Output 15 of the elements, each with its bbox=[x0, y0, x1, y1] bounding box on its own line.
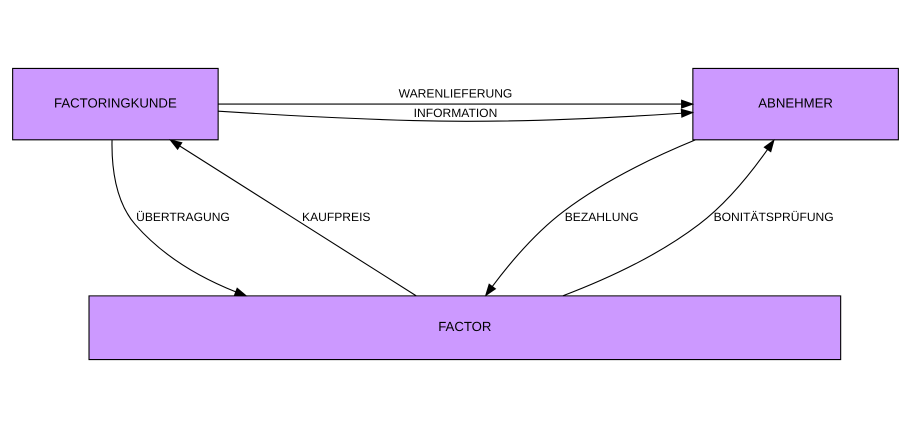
arrow bbox=[218, 99, 694, 109]
node-box: FACTOR bbox=[88, 295, 842, 360]
arrow bbox=[562, 139, 775, 296]
node-box: ABNEHMER bbox=[692, 68, 899, 140]
node-box: FACTORINGKUNDE bbox=[12, 68, 219, 140]
arrow bbox=[168, 139, 416, 296]
edge-label: WARENLIEFERUNG bbox=[398, 86, 512, 100]
edge-label: BEZAHLUNG bbox=[564, 210, 639, 224]
arrow bbox=[218, 108, 694, 122]
edge-label: BONITÄTSPRÜFUNG bbox=[714, 210, 834, 224]
arrow bbox=[111, 140, 248, 296]
edge-label: ÜBERTRAGUNG bbox=[136, 210, 230, 224]
edge-label: KAUFPREIS bbox=[302, 210, 371, 224]
arrow bbox=[484, 139, 696, 297]
edge-label: INFORMATION bbox=[414, 106, 498, 120]
